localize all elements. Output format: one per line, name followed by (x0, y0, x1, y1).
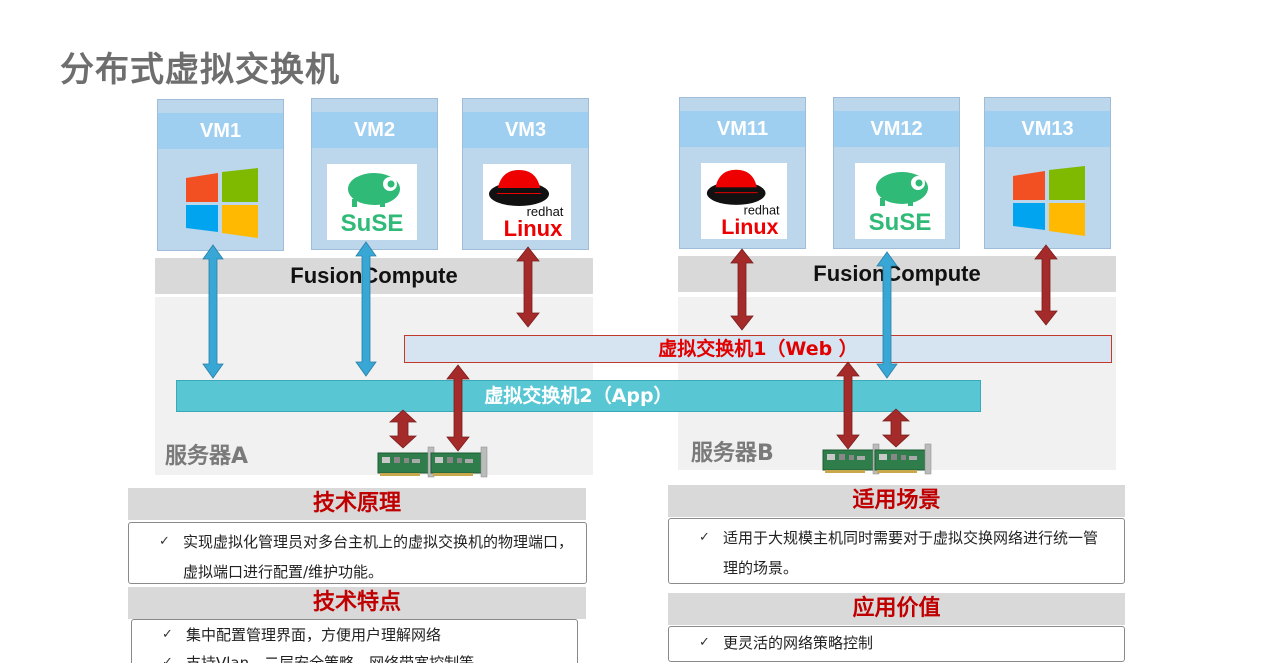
suse-text: SuSE (869, 209, 932, 236)
redhat-linux-logo-icon: redhat Linux (701, 163, 787, 239)
vm-card[interactable]: VM13 (984, 97, 1111, 249)
vm-name: VM13 (985, 111, 1110, 147)
vm-name: VM11 (680, 111, 805, 147)
server-a-label: 服务器A (165, 444, 249, 469)
vm-name: VM3 (463, 112, 588, 148)
section-box-scenario: ✓适用于大规模主机同时需要对于虚拟交换网络进行统一管理的场景。 (668, 518, 1125, 584)
list-item: ✓更灵活的网络策略控制 (699, 628, 1112, 658)
vm-name: VM2 (312, 112, 437, 148)
fusioncompute-bar-b: FusionCompute (678, 256, 1116, 292)
linux-text: Linux (504, 216, 563, 240)
vm-name: VM12 (834, 111, 959, 147)
section-title-features: 技术特点 (128, 587, 586, 619)
vm-card[interactable]: VM2 SuSE (311, 98, 438, 250)
check-icon: ✓ (699, 530, 710, 545)
vm-card[interactable]: VM11 redhat Linux (679, 97, 806, 249)
check-icon: ✓ (162, 627, 173, 642)
fusioncompute-bar-a: FusionCompute (155, 258, 593, 294)
redhat-text: redhat (744, 204, 780, 218)
suse-text: SuSE (341, 210, 404, 237)
vm-card[interactable]: VM12 SuSE (833, 97, 960, 249)
section-box-principle: ✓实现虚拟化管理员对多台主机上的虚拟交换机的物理端口，虚拟端口进行配置/维护功能… (128, 522, 587, 584)
suse-logo-icon: SuSE (327, 164, 417, 240)
linux-text: Linux (721, 215, 778, 239)
suse-logo-icon: SuSE (855, 163, 945, 239)
windows-logo-icon (1005, 163, 1093, 239)
list-item: ✓实现虚拟化管理员对多台主机上的虚拟交换机的物理端口，虚拟端口进行配置/维护功能… (159, 527, 574, 587)
windows-logo-icon (178, 165, 266, 241)
vm-card[interactable]: VM3 redhat Linux (462, 98, 589, 250)
check-icon: ✓ (159, 534, 170, 549)
redhat-linux-logo-icon: redhat Linux (483, 164, 571, 240)
list-item: ✓支持Vlan，二层安全策略，网络带宽控制等 (162, 649, 565, 663)
virtual-switch-2-app[interactable]: 虚拟交换机2（App） (176, 380, 981, 412)
check-icon: ✓ (162, 655, 173, 663)
page-title: 分布式虚拟交换机 (60, 50, 340, 90)
check-icon: ✓ (699, 635, 710, 650)
server-b-label: 服务器B (691, 441, 774, 466)
section-title-principle: 技术原理 (128, 488, 586, 520)
redhat-text: redhat (527, 204, 564, 219)
section-box-value: ✓更灵活的网络策略控制 (668, 626, 1125, 662)
vm-card[interactable]: VM1 (157, 99, 284, 251)
section-title-value: 应用价值 (668, 593, 1125, 625)
virtual-switch-1-web[interactable]: 虚拟交换机1（Web ） (404, 335, 1112, 363)
list-item: ✓集中配置管理界面，方便用户理解网络 (162, 621, 565, 649)
list-item: ✓适用于大规模主机同时需要对于虚拟交换网络进行统一管理的场景。 (699, 523, 1112, 583)
section-box-features: ✓集中配置管理界面，方便用户理解网络 ✓支持Vlan，二层安全策略，网络带宽控制… (131, 619, 578, 663)
section-title-scenario: 适用场景 (668, 485, 1125, 517)
vm-name: VM1 (158, 113, 283, 149)
